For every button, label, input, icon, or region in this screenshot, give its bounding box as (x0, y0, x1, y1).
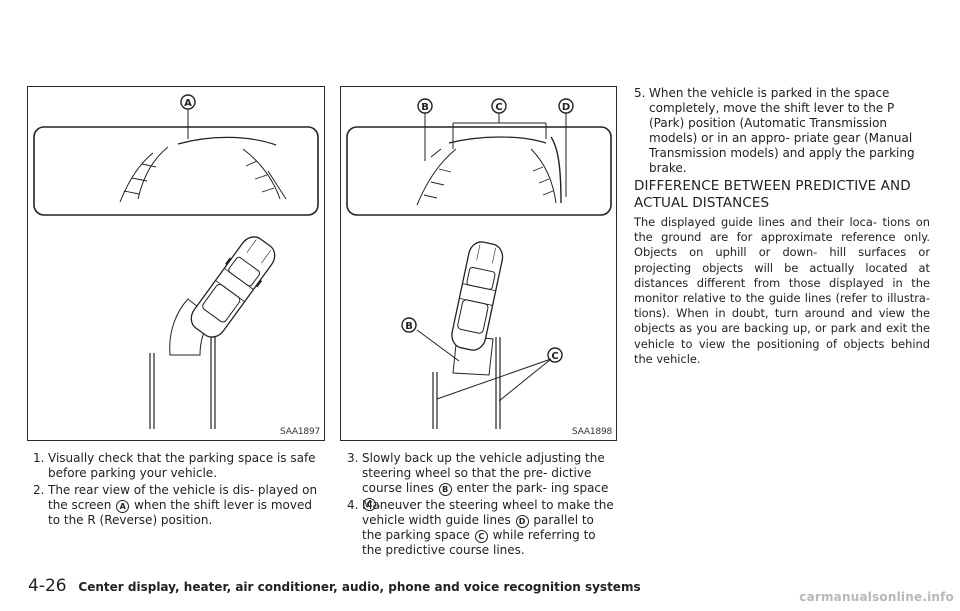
chapter-title: Center display, heater, air conditioner,… (78, 580, 641, 594)
figure-code: SAA1897 (280, 427, 320, 437)
step-1: 1. Visually check that the parking space… (33, 451, 316, 480)
guide-lines-illustration: B C D B C (346, 98, 612, 429)
callout-c-inline: C (363, 498, 376, 511)
figure-saa1897: A SAA1897 (27, 86, 325, 441)
page-number: 4-26 (28, 576, 67, 596)
callout-c-lower-circle (547, 347, 563, 363)
figure-saa1898: B C D B C SAA1898 (340, 86, 617, 441)
step-3: 3. Slowly back up the vehicle adjusting … (347, 451, 609, 511)
callout-d-inline: D (515, 515, 529, 528)
callout-a-label: A (184, 98, 192, 109)
callout-d-label: D (562, 102, 570, 113)
callout-d-circle (558, 98, 574, 114)
site-watermark: carmanualsonline.info (799, 590, 954, 604)
guide-ticks-left (123, 163, 157, 195)
car-illustration (190, 236, 276, 338)
callout-c-circle (491, 98, 507, 114)
callout-a-circle (180, 94, 196, 110)
monitor-screen (346, 126, 612, 216)
predictive-line-right (530, 148, 557, 204)
callout-a-inline: A (116, 500, 130, 513)
callout-c-label: C (495, 102, 502, 113)
guide-line-right (242, 148, 281, 200)
callout-b-circle (417, 98, 433, 114)
callout-b-lower-label: B (405, 321, 413, 332)
callout-c-lower-label: C (551, 351, 558, 362)
width-line-right (267, 170, 287, 200)
callout-b-label: B (421, 102, 429, 113)
callout-b-lower-circle (401, 317, 417, 333)
bumper-line (448, 136, 547, 144)
step-2: 2. The rear view of the vehicle is dis- … (33, 483, 318, 527)
bumper-edge (137, 146, 169, 200)
section-body: The displayed guide lines and their loca… (634, 215, 930, 366)
monitor-screen (33, 126, 319, 216)
vehicle-path (452, 334, 494, 376)
rear-view-illustration: A (33, 94, 319, 429)
bumper-line (177, 136, 277, 146)
predictive-line-left (416, 148, 457, 206)
figure-code: SAA1898 (572, 427, 612, 437)
step-4: 4. Maneuver the steering wheel to make t… (347, 498, 614, 557)
car-illustration (451, 241, 504, 351)
guide-line-left (119, 152, 154, 203)
guide-ticks-right (245, 160, 275, 193)
section-heading: DIFFERENCE BETWEEN PREDICTIVE AND ACTUAL… (634, 178, 911, 211)
step-5: 5. When the vehicle is parked in the spa… (634, 86, 915, 175)
callout-c-inline: C (474, 530, 488, 543)
page-footer: 4-26 Center display, heater, air conditi… (28, 576, 641, 596)
width-guide-right (550, 136, 562, 204)
callout-b-inline: B (438, 483, 452, 496)
